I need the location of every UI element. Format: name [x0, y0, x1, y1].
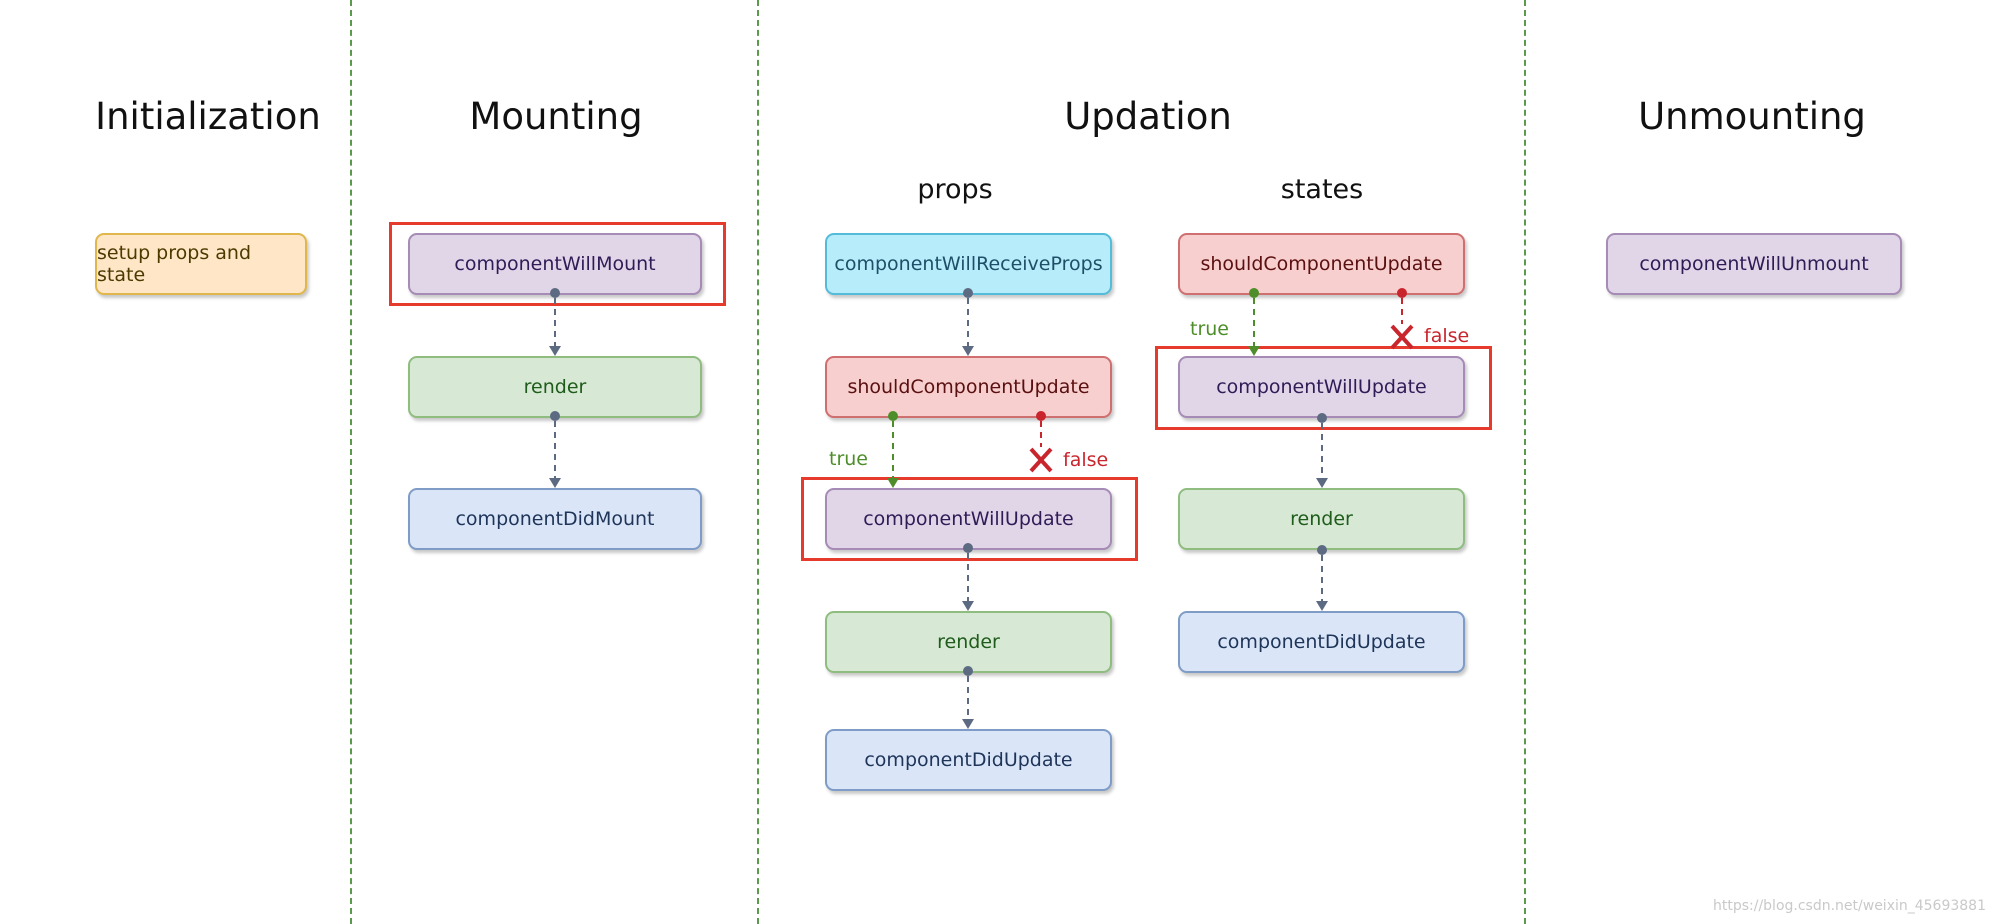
node-states-component-did-update: componentDidUpdate — [1178, 611, 1465, 673]
connector-mount-will-to-render — [549, 288, 561, 356]
phase-title-unmounting: Unmounting — [1638, 95, 1866, 138]
connector-props-should-true — [887, 411, 899, 488]
node-props-component-did-update: componentDidUpdate — [825, 729, 1112, 791]
node-states-should-component-update: shouldComponentUpdate — [1178, 233, 1465, 295]
highlight-component-will-mount — [389, 222, 726, 306]
connector-states-will-to-render — [1316, 413, 1328, 488]
subtitle-props: props — [917, 174, 993, 205]
connector-props-render-to-did — [962, 666, 974, 729]
connector-props-will-to-render — [962, 543, 974, 611]
connector-states-render-to-did — [1316, 545, 1328, 611]
node-props-component-will-receive-props: componentWillReceiveProps — [825, 233, 1112, 295]
node-component-will-unmount: componentWillUnmount — [1606, 233, 1902, 295]
label-states-true: true — [1190, 318, 1229, 340]
connector-states-should-true — [1248, 288, 1260, 356]
node-props-should-component-update: shouldComponentUpdate — [825, 356, 1112, 418]
node-states-component-will-update: componentWillUpdate — [1178, 356, 1465, 418]
divider-initialization-mounting — [350, 0, 352, 924]
node-mount-component-did-mount: componentDidMount — [408, 488, 702, 550]
subtitle-states: states — [1280, 174, 1364, 205]
connector-states-should-false — [1390, 288, 1414, 350]
label-states-false: false — [1424, 325, 1470, 347]
highlight-states-component-will-update — [1155, 346, 1492, 430]
connector-mount-render-to-did — [549, 411, 561, 488]
connector-props-receive-to-should — [962, 288, 974, 356]
node-props-render: render — [825, 611, 1112, 673]
phase-title-updation: Updation — [1064, 95, 1232, 138]
node-setup-props-and-state: setup props and state — [95, 233, 307, 295]
watermark: https://blog.csdn.net/weixin_45693881 — [1712, 898, 1986, 914]
divider-mounting-updation — [757, 0, 759, 924]
phase-title-mounting: Mounting — [469, 95, 643, 138]
connector-props-should-false — [1029, 411, 1053, 473]
highlight-props-component-will-update — [801, 477, 1138, 561]
label-props-false: false — [1063, 449, 1109, 471]
divider-updation-unmounting — [1524, 0, 1526, 924]
label-props-true: true — [829, 448, 868, 470]
phase-title-initialization: Initialization — [95, 95, 321, 138]
